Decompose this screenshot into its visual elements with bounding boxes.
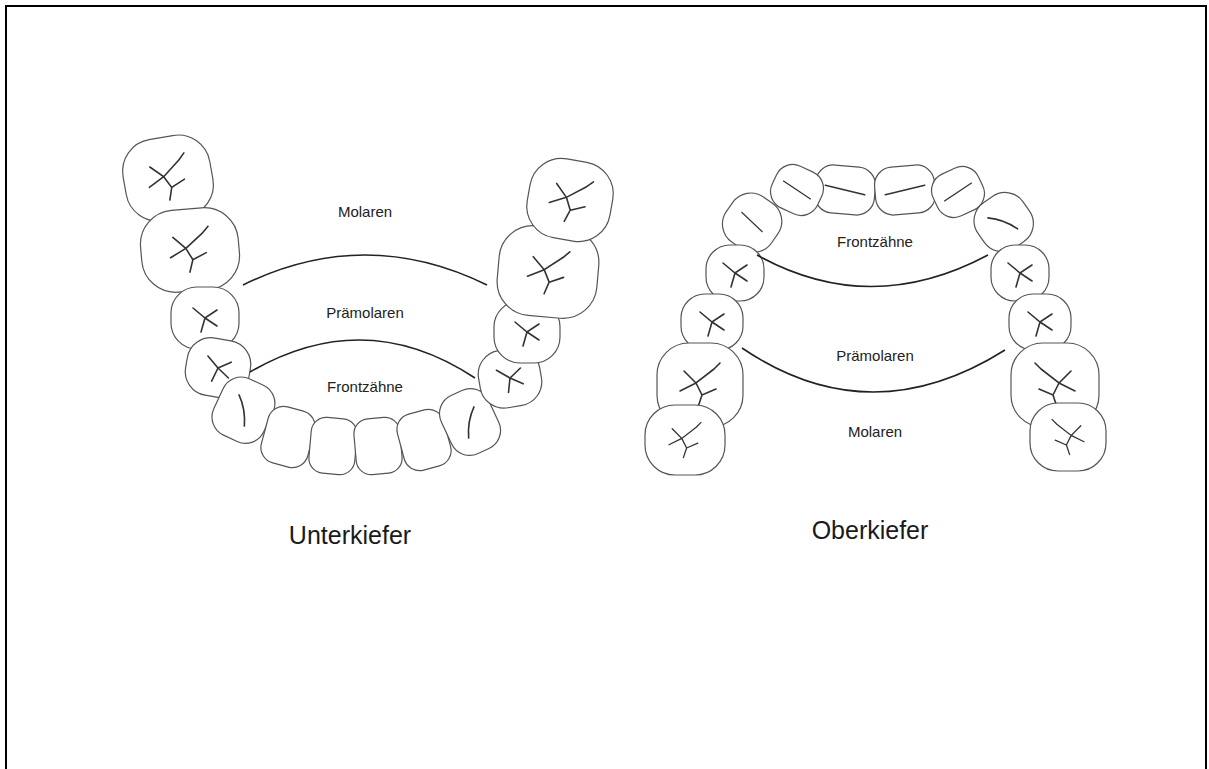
region-divider: [250, 340, 475, 378]
region-label: Prämolaren: [326, 304, 404, 322]
jaw-label: Oberkiefer: [812, 515, 929, 545]
region-label: Frontzähne: [837, 233, 913, 251]
region-label: Prämolaren: [836, 347, 914, 365]
region-label: Frontzähne: [327, 378, 403, 396]
upper-jaw-teeth: [645, 159, 1106, 475]
region-divider: [742, 348, 1005, 392]
frame: [6, 6, 1206, 769]
region-divider: [243, 255, 487, 285]
lower-jaw-teeth: [118, 130, 619, 476]
region-label: Molaren: [848, 423, 902, 441]
region-divider: [757, 255, 988, 287]
region-label: Molaren: [338, 203, 392, 221]
jaw-label: Unterkiefer: [289, 520, 411, 550]
